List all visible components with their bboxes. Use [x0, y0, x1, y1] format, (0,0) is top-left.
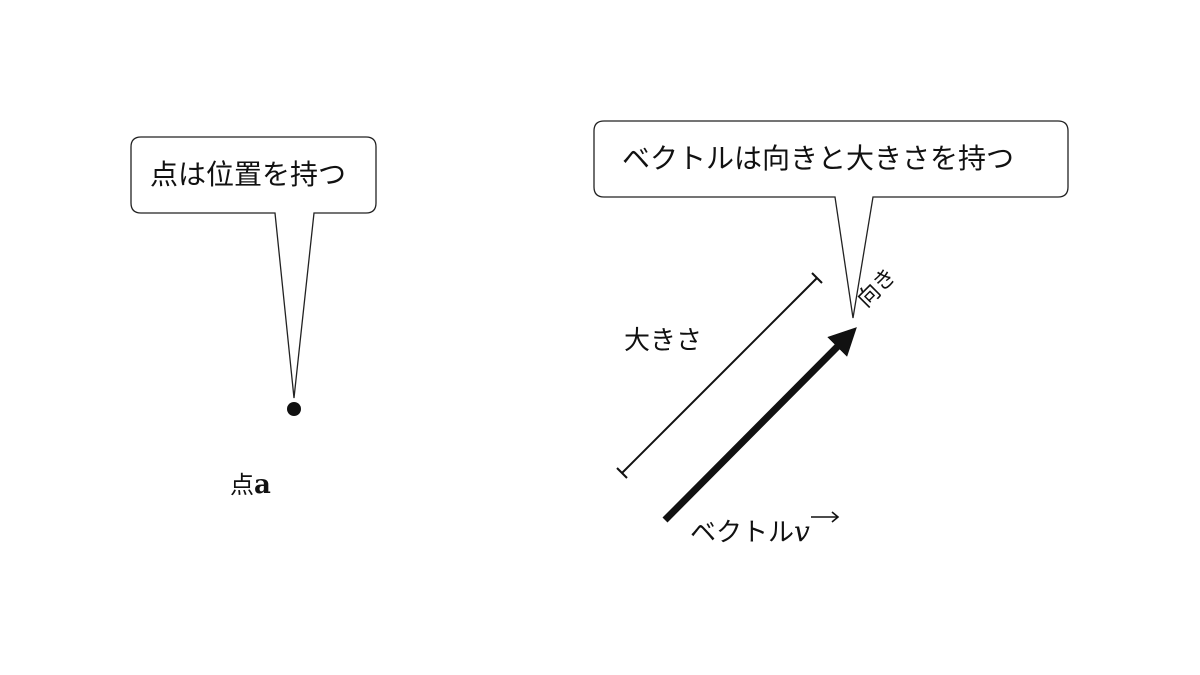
vector-label: ベクトルv	[690, 512, 810, 549]
vector-overarrow-icon	[811, 511, 840, 523]
vector-callout-text: ベクトルは向きと大きさを持つ	[622, 142, 1015, 175]
magnitude-label: 大きさ	[624, 326, 703, 356]
point-label: 点a	[230, 465, 271, 500]
vector-callout-bubble	[593, 120, 1069, 319]
point-callout-bubble	[130, 136, 377, 399]
point-name: a	[254, 470, 271, 500]
point-a-dot	[287, 402, 301, 416]
point-label-prefix: 点	[230, 471, 254, 499]
magnitude-dimension-line	[616, 272, 823, 479]
point-callout-text: 点は位置を持つ	[150, 158, 347, 191]
vector-name: v	[794, 515, 810, 548]
vector-label-prefix: ベクトル	[690, 518, 795, 548]
vector-arrow	[662, 327, 857, 523]
